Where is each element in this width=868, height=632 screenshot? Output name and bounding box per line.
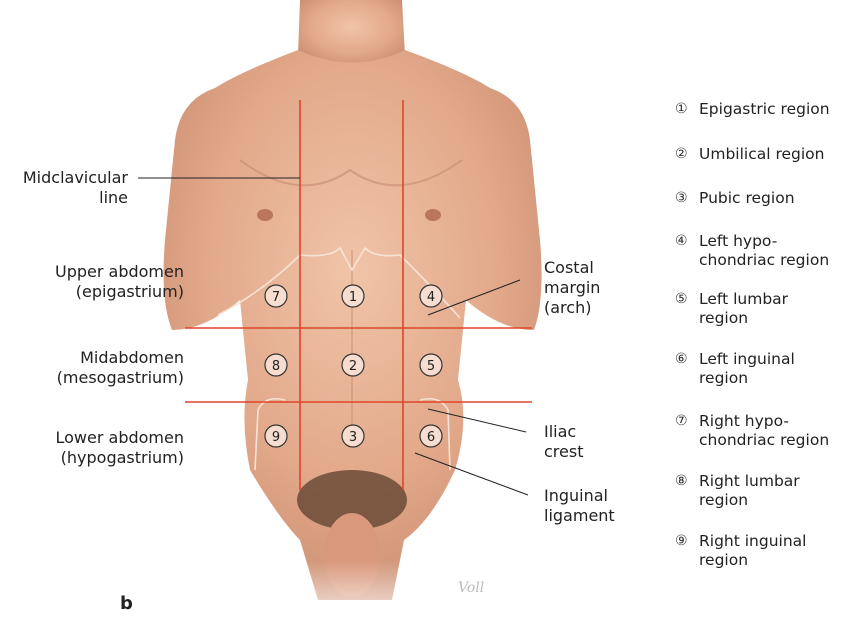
region-marker-4: 4 — [420, 285, 442, 307]
region-marker-8: 8 — [265, 354, 287, 376]
label-upper-abdomen: Upper abdomen (epigastrium) — [10, 262, 184, 302]
svg-text:5: 5 — [427, 359, 435, 374]
svg-text:1: 1 — [349, 290, 357, 305]
nipple-right — [257, 209, 273, 221]
legend-number-8: ⑧ — [675, 472, 693, 491]
nipple-left — [425, 209, 441, 221]
legend-number-9: ⑨ — [675, 532, 693, 551]
region-marker-7: 7 — [265, 285, 287, 307]
region-marker-9: 9 — [265, 425, 287, 447]
legend-number-7: ⑦ — [675, 412, 693, 431]
svg-text:3: 3 — [349, 430, 357, 445]
label-lower-abdomen: Lower abdomen (hypogastrium) — [10, 428, 184, 468]
label-midclavicular-line: Midclavicular line — [10, 168, 128, 208]
legend-number-1: ① — [675, 100, 693, 119]
svg-text:6: 6 — [427, 430, 435, 445]
region-marker-1: 1 — [342, 285, 364, 307]
legend-number-4: ④ — [675, 232, 693, 251]
label-midabdomen: Midabdomen (mesogastrium) — [10, 348, 184, 388]
svg-text:7: 7 — [272, 290, 280, 305]
svg-text:2: 2 — [349, 359, 357, 374]
legend-number-5: ⑤ — [675, 290, 693, 309]
region-marker-6: 6 — [420, 425, 442, 447]
label-costal-margin: Costal margin (arch) — [544, 258, 600, 318]
svg-text:9: 9 — [272, 430, 280, 445]
region-marker-3: 3 — [342, 425, 364, 447]
region-marker-5: 5 — [420, 354, 442, 376]
panel-letter: b — [120, 593, 133, 614]
legend-number-2: ② — [675, 145, 693, 164]
label-iliac-crest: Iliac crest — [544, 422, 583, 462]
legend-number-6: ⑥ — [675, 350, 693, 369]
artist-signature: Voll — [458, 580, 484, 596]
region-marker-2: 2 — [342, 354, 364, 376]
legend-number-3: ③ — [675, 189, 693, 208]
svg-text:8: 8 — [272, 359, 280, 374]
svg-text:4: 4 — [427, 290, 435, 305]
label-inguinal-ligament: Inguinal ligament — [544, 486, 615, 526]
